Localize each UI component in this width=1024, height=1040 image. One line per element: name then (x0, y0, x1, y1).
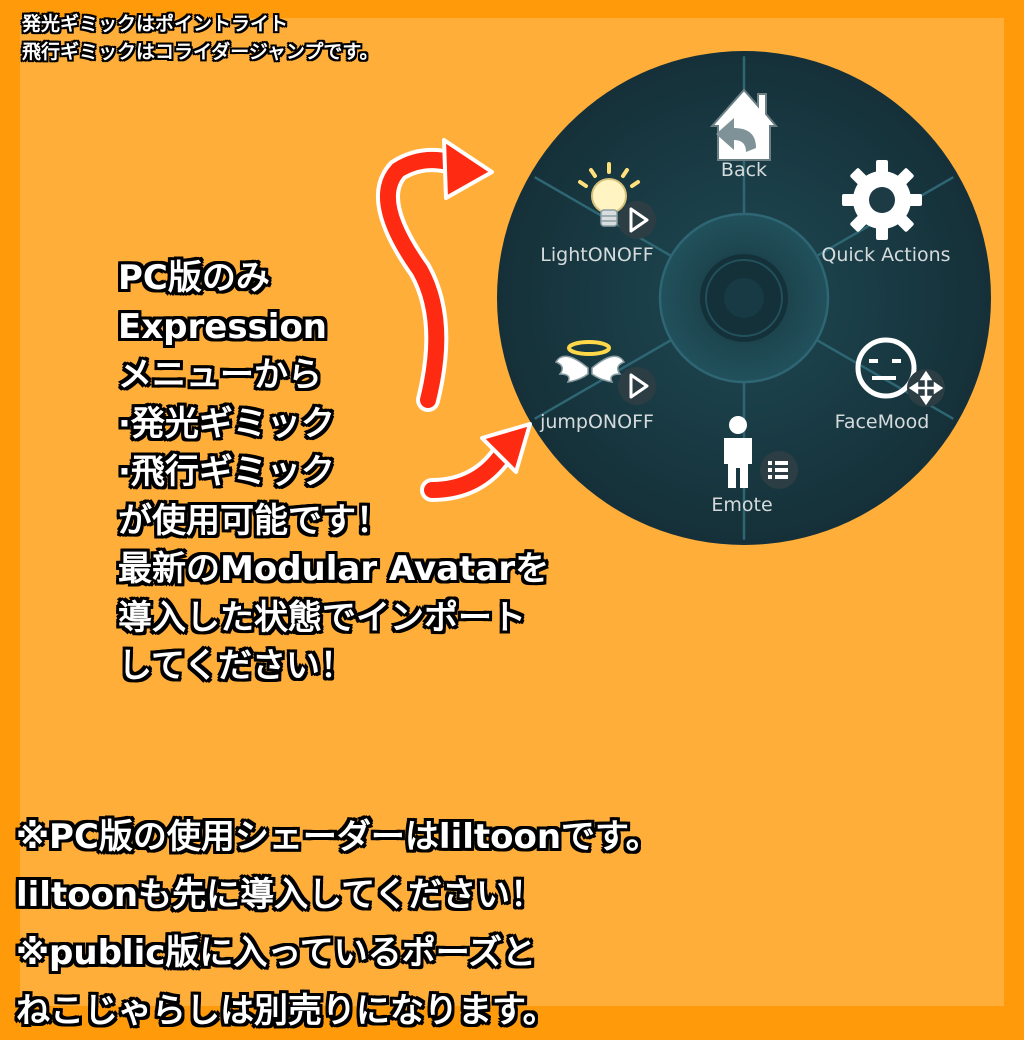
label-quick-actions: Quick Actions (821, 244, 950, 266)
house-return-icon (709, 88, 779, 161)
label-jump: jumpONOFF (539, 411, 654, 433)
menu-item-light[interactable]: LightONOFF (540, 162, 656, 266)
top-note-line2: 飛行ギミックはコライダージャンプです。 (22, 41, 379, 63)
main-note-line: ·発光ギミック (118, 403, 335, 444)
bottom-note-line: ※public版に入っているポーズと (16, 933, 536, 973)
face-move-icon (855, 337, 945, 407)
menu-item-quick-actions[interactable]: Quick Actions (821, 160, 951, 266)
angel-wings-halo-icon (554, 340, 656, 405)
top-note-line1: 発光ギミックはポイントライト (22, 13, 289, 35)
center-ring (705, 259, 783, 337)
label-light: LightONOFF (540, 244, 653, 266)
bottom-note: ※PC版の使用シェーダーはliltoonです。 liltoonも先に導入してくだ… (16, 808, 660, 1040)
main-note-line: が使用可能です！ (118, 500, 390, 541)
main-note-line: ·飛行ギミック (118, 452, 335, 492)
person-list-icon (724, 416, 798, 489)
arrow-to-jump (420, 422, 532, 502)
main-note-line: してください！ (118, 646, 354, 686)
gear-icon (842, 160, 922, 240)
center-dot (724, 278, 764, 318)
bottom-note-line: ねこじゃらしは別売りになります。 (16, 991, 557, 1031)
label-back: Back (721, 159, 767, 181)
bottom-note-line: ※PC版の使用シェーダーはliltoonです。 (16, 817, 660, 857)
lightbulb-icon (578, 162, 656, 239)
menu-item-back[interactable]: Back (709, 88, 779, 181)
main-note-line: 導入した状態でインポート (118, 597, 526, 638)
bottom-note-line: liltoonも先に導入してください！ (16, 875, 545, 915)
menu-item-jump[interactable]: jumpONOFF (539, 340, 656, 433)
label-emote: Emote (711, 494, 772, 516)
main-note-line: メニューから (118, 355, 322, 395)
label-facemood: FaceMood (835, 411, 930, 433)
main-note: PC版のみ Expression メニューから ·発光ギミック ·飛行ギミック … (118, 254, 549, 691)
main-note-line: 最新のModular Avatarを (118, 549, 550, 589)
arrow-to-light (375, 138, 494, 412)
top-note: 発光ギミックはポイントライト 飛行ギミックはコライダージャンプです。 (22, 10, 378, 66)
main-note-line: PC版のみ (118, 258, 270, 298)
expression-menu-wheel: Back Quick Actions (497, 51, 991, 545)
menu-item-facemood[interactable]: FaceMood (835, 337, 945, 433)
menu-item-emote[interactable]: Emote (711, 416, 798, 516)
main-note-line: Expression (118, 306, 328, 347)
